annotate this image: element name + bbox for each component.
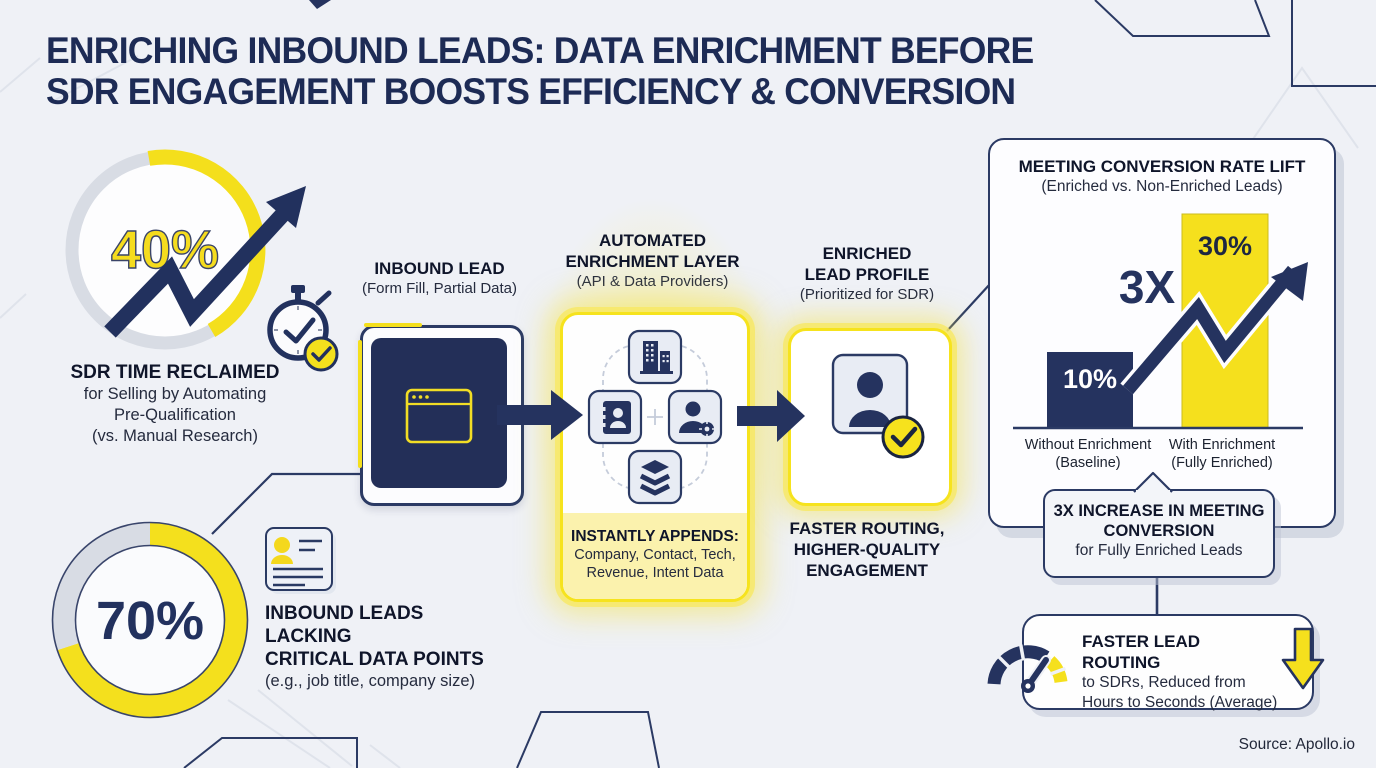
chart-category-1: Without Enrichment (Baseline) bbox=[1008, 436, 1168, 472]
appends-line1: Company, Contact, Tech, bbox=[574, 547, 736, 563]
profile-box bbox=[788, 328, 952, 506]
gauge-icon bbox=[987, 644, 1068, 693]
leads-lacking-text: INBOUND LEADS LACKING CRITICAL DATA POIN… bbox=[265, 602, 515, 692]
inbound-lead-label: INBOUND LEAD (Form Fill, Partial Data) bbox=[352, 258, 527, 298]
chart-title: MEETING CONVERSION RATE LIFT bbox=[1018, 157, 1306, 176]
chart-category-2-line1: With Enrichment bbox=[1168, 437, 1276, 453]
profile-sub: (Prioritized for SDR) bbox=[799, 286, 935, 303]
page-title-line2: SDR ENGAGEMENT BOOSTS EFFICIENCY & CONVE… bbox=[46, 71, 1016, 112]
page-title-rest: DATA ENRICHMENT BEFORE bbox=[544, 30, 1034, 71]
routing-box bbox=[1022, 614, 1314, 710]
meeting-conversion-box: MEETING CONVERSION RATE LIFT (Enriched v… bbox=[988, 138, 1336, 528]
down-arrow-icon bbox=[1281, 627, 1325, 690]
leads-lacking-value: 70% bbox=[96, 591, 204, 651]
leads-lacking-sub: (e.g., job title, company size) bbox=[265, 672, 476, 690]
growth-arrow-icon bbox=[104, 186, 306, 338]
flow-arrow-2-icon bbox=[737, 390, 805, 442]
callout-heading1: 3X INCREASE IN MEETING bbox=[1053, 502, 1265, 520]
appends-heading: INSTANTLY APPENDS: bbox=[571, 528, 739, 545]
enrichment-sub: (API & Data Providers) bbox=[576, 273, 729, 290]
profile-label: ENRICHED LEAD PROFILE (Prioritized for S… bbox=[786, 243, 948, 304]
callout-pointer bbox=[1133, 471, 1173, 494]
chart-category-1-line2: (Baseline) bbox=[1055, 455, 1121, 471]
enrichment-label: AUTOMATED ENRICHMENT LAYER (API & Data P… bbox=[545, 230, 760, 291]
chart-subtitle: (Enriched vs. Non-Enriched Leads) bbox=[1041, 178, 1283, 195]
profile-benefit3: ENGAGEMENT bbox=[806, 561, 928, 580]
page-title-emphasis: ENRICHING INBOUND LEADS: bbox=[46, 30, 545, 71]
routing-line1: to SDRs, Reduced from bbox=[1082, 674, 1246, 691]
enrichment-heading1: AUTOMATED bbox=[598, 231, 707, 250]
profile-benefit1: FASTER ROUTING, bbox=[789, 519, 945, 538]
source-credit: Source: Apollo.io bbox=[1238, 736, 1355, 753]
bar-label-with: 30% bbox=[1198, 231, 1252, 261]
routing-text: FASTER LEAD ROUTING to SDRs, Reduced fro… bbox=[1082, 631, 1282, 713]
profile-heading1: ENRICHED bbox=[822, 244, 912, 263]
leads-lacking-donut: 70% bbox=[51, 521, 249, 719]
layers-icon bbox=[627, 449, 683, 505]
browser-window-icon bbox=[405, 388, 473, 444]
bar-without-enrichment bbox=[1047, 352, 1133, 428]
bar-label-without: 10% bbox=[1063, 364, 1117, 394]
leads-lacking-heading2: CRITICAL DATA POINTS bbox=[265, 649, 484, 670]
time-reclaimed-line2: Pre-Qualification bbox=[114, 406, 236, 424]
callout-heading2: CONVERSION bbox=[1103, 521, 1215, 540]
conversion-callout: 3X INCREASE IN MEETING CONVERSION for Fu… bbox=[1043, 489, 1275, 578]
verified-person-icon bbox=[831, 353, 925, 459]
inbound-lead-heading: INBOUND LEAD bbox=[374, 259, 505, 278]
person-gear-icon bbox=[667, 389, 723, 445]
stopwatch-icon bbox=[267, 285, 339, 372]
profile-heading2: LEAD PROFILE bbox=[804, 265, 930, 284]
time-reclaimed-text: SDR TIME RECLAIMED for Selling by Automa… bbox=[25, 361, 325, 447]
inbound-card-yellow-accent-left bbox=[358, 340, 362, 468]
building-icon bbox=[627, 329, 683, 385]
contact-card-icon bbox=[265, 527, 336, 594]
time-reclaimed-line3: (vs. Manual Research) bbox=[92, 427, 258, 445]
callout-sub: for Fully Enriched Leads bbox=[1075, 542, 1243, 559]
page-title-line1: ENRICHING INBOUND LEADS: DATA ENRICHMENT… bbox=[46, 30, 1083, 71]
routing-heading: FASTER LEAD ROUTING bbox=[1082, 632, 1201, 672]
time-reclaimed-line1: for Selling by Automating bbox=[83, 385, 267, 403]
time-reclaimed-heading: SDR TIME RECLAIMED bbox=[70, 362, 280, 383]
leads-lacking-heading1: INBOUND LEADS LACKING bbox=[265, 603, 424, 647]
conversion-bar-chart: 10% 30% 3X bbox=[1013, 213, 1308, 430]
routing-line2: Hours to Seconds (Average) bbox=[1082, 694, 1278, 711]
flow-arrow-1-icon bbox=[497, 390, 583, 440]
chart-trend-arrow-icon bbox=[1120, 262, 1308, 397]
time-reclaimed-graphic: 40% bbox=[65, 149, 339, 372]
page-title: ENRICHING INBOUND LEADS: DATA ENRICHMENT… bbox=[46, 30, 1083, 112]
inbound-lead-sub: (Form Fill, Partial Data) bbox=[361, 280, 518, 297]
inbound-lead-card-fill bbox=[371, 338, 507, 488]
enrichment-box: INSTANTLY APPENDS: Company, Contact, Tec… bbox=[560, 312, 750, 602]
chart-annotation-3x: 3X bbox=[1119, 261, 1176, 313]
enrichment-icons bbox=[587, 329, 723, 505]
chart-category-2: With Enrichment (Fully Enriched) bbox=[1142, 436, 1302, 472]
chart-category-2-line2: (Fully Enriched) bbox=[1171, 455, 1273, 471]
profile-benefit2: HIGHER-QUALITY bbox=[793, 540, 941, 559]
chart-category-1-line1: Without Enrichment bbox=[1024, 437, 1152, 453]
appends-line2: Revenue, Intent Data bbox=[586, 565, 724, 581]
contact-book-icon bbox=[587, 389, 643, 445]
profile-benefit-text: FASTER ROUTING, HIGHER-QUALITY ENGAGEMEN… bbox=[784, 518, 950, 581]
enrichment-appends-panel: INSTANTLY APPENDS: Company, Contact, Tec… bbox=[563, 513, 747, 599]
enrichment-heading2: ENRICHMENT LAYER bbox=[565, 252, 740, 271]
inbound-card-yellow-accent-top bbox=[364, 323, 422, 327]
